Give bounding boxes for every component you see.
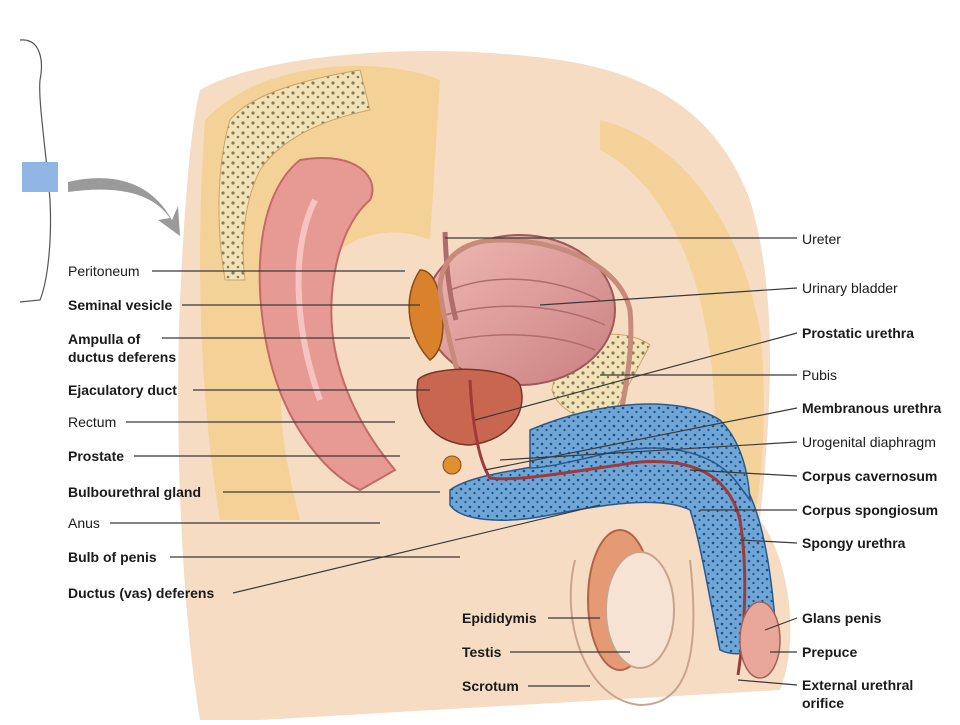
label-ductus-deferens: Ductus (vas) deferens [68, 585, 215, 601]
label-urinary-bladder: Urinary bladder [802, 280, 898, 296]
leader-lines-right [445, 237, 798, 686]
locator-highlight [22, 162, 58, 192]
prostate-shape [416, 368, 523, 446]
label-ampulla-line1: Ampulla of [68, 331, 141, 347]
ductus-deferens-shape [437, 237, 634, 506]
label-pubis: Pubis [802, 367, 838, 383]
label-membranous-urethra: Membranous urethra [802, 400, 942, 416]
label-bulb-of-penis: Bulb of penis [68, 549, 157, 565]
label-external-urethral-line1: External urethral [802, 677, 914, 693]
label-peritoneum: Peritoneum [68, 263, 140, 279]
scrotum-shape [569, 559, 695, 707]
label-ejaculatory-duct: Ejaculatory duct [68, 382, 177, 398]
label-glans-penis: Glans penis [802, 610, 882, 626]
label-corpus-spongiosum: Corpus spongiosum [802, 502, 939, 518]
label-urogenital-diaphragm: Urogenital diaphragm [802, 434, 936, 450]
bulbourethral-gland-shape [442, 455, 462, 475]
locator-arrow [68, 178, 180, 236]
glans-penis-shape [739, 601, 781, 679]
urethra-shape [468, 379, 747, 676]
leader-lines-bottom [510, 617, 630, 687]
label-prepuce: Prepuce [802, 644, 858, 660]
label-prostate: Prostate [68, 448, 125, 464]
body-silhouette-locator [19, 39, 58, 303]
testis-shape [605, 551, 675, 669]
ureter-shape [442, 231, 459, 321]
label-epididymis: Epididymis [462, 610, 537, 626]
label-seminal-vesicle: Seminal vesicle [68, 297, 173, 313]
label-ampulla-line2: ductus deferens [68, 349, 177, 365]
label-testis: Testis [462, 644, 502, 660]
label-rectum: Rectum [68, 414, 117, 430]
label-prostatic-urethra: Prostatic urethra [802, 325, 915, 341]
label-scrotum: Scrotum [462, 678, 519, 694]
seminal-vesicle-shape [408, 269, 444, 361]
label-bulbourethral-gland: Bulbourethral gland [68, 484, 201, 500]
label-anus: Anus [68, 515, 100, 531]
leader-lines-left [110, 270, 601, 594]
label-external-urethral-line2: orifice [802, 695, 845, 711]
label-corpus-cavernosum: Corpus cavernosum [802, 468, 938, 484]
label-ureter: Ureter [802, 231, 841, 247]
label-spongy-urethra: Spongy urethra [802, 535, 906, 551]
sacrum [218, 69, 371, 281]
